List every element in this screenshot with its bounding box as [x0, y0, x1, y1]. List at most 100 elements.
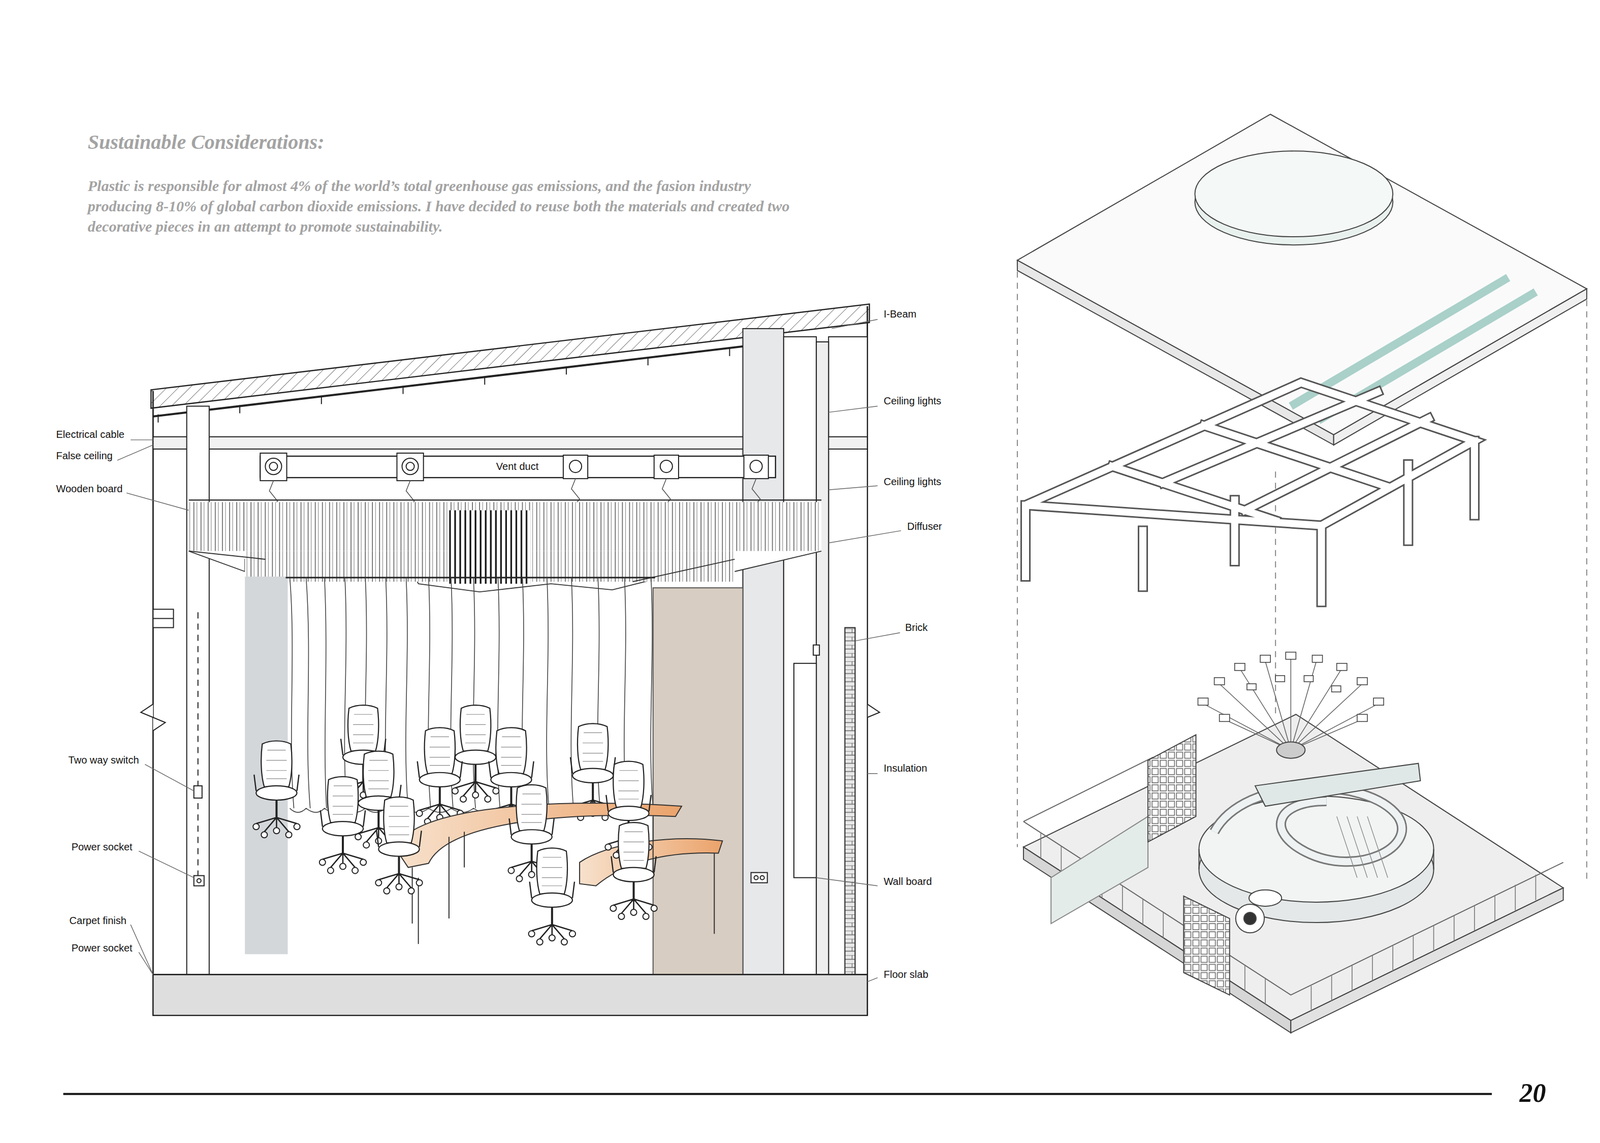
part-label: Two way switch — [68, 754, 140, 766]
drawing-part — [260, 453, 287, 481]
drawing-part — [285, 577, 656, 579]
drawing-part — [1147, 734, 1196, 842]
drawing-part — [375, 796, 423, 894]
drawing-part — [528, 847, 576, 945]
drawing-part — [1194, 150, 1393, 237]
drawing-part — [152, 609, 174, 628]
drawing-part — [152, 617, 174, 619]
drawing-part — [1183, 896, 1230, 996]
drawing-part — [1197, 697, 1208, 706]
drawing-part — [743, 328, 784, 975]
part-label: Wall board — [883, 875, 933, 888]
drawing-part — [152, 344, 755, 417]
duct-label: Vent duct — [493, 460, 542, 473]
drawing-part — [751, 872, 768, 883]
drawing-part — [452, 705, 499, 803]
drawing-part — [1219, 714, 1230, 722]
part-label: Floor slab — [883, 968, 929, 981]
drawing-part — [1017, 260, 1334, 445]
drawing-part — [563, 455, 588, 479]
drawing-part — [760, 875, 765, 880]
drawing-part — [828, 336, 868, 975]
drawing-part — [449, 509, 531, 584]
drawing-part — [1336, 816, 1388, 878]
footer-rule — [63, 1093, 1493, 1096]
part-label: Insulation — [883, 762, 928, 775]
part-label: I-Beam — [883, 308, 917, 320]
drawing-part — [117, 439, 195, 975]
part-label: Ceiling lights — [883, 395, 942, 407]
drawing-part — [252, 740, 300, 838]
part-label: Power socket — [71, 841, 133, 853]
drawing-part — [1246, 683, 1257, 690]
drawing-part — [194, 785, 203, 798]
drawing-part — [844, 627, 855, 975]
drawing-part — [197, 878, 202, 883]
drawing-part — [1357, 677, 1368, 685]
exploded-axonometric — [1017, 114, 1587, 1033]
page-number: 20 — [1519, 1077, 1547, 1109]
drawing-part — [754, 875, 759, 880]
drawing-part — [1214, 677, 1225, 685]
drawing-part — [152, 974, 868, 1016]
drawing-part — [157, 347, 730, 423]
heading: Sustainable Considerations: — [87, 130, 325, 154]
drawing-part — [402, 458, 419, 475]
drawing-part — [610, 822, 657, 920]
drawing-part — [1050, 816, 1148, 924]
drawing-part — [406, 462, 415, 471]
part-label: Power socket — [71, 942, 133, 954]
drawing-part — [1023, 714, 1564, 1021]
drawing-part — [1025, 382, 1475, 602]
drawing-part — [1025, 382, 1475, 602]
body-paragraph: Plastic is responsible for almost 4% of … — [87, 175, 813, 237]
drawing-part — [1025, 382, 1475, 602]
drawing-part — [1025, 382, 1475, 602]
drawing-part — [1204, 658, 1379, 751]
part-label: Electrical cable — [55, 428, 125, 441]
drawing-part — [319, 776, 367, 874]
drawing-part — [188, 499, 822, 501]
section-drawing — [117, 304, 902, 1016]
drawing-part — [1285, 652, 1296, 660]
drawing-part — [260, 453, 768, 481]
drawing-part — [783, 336, 817, 975]
drawing-part — [260, 456, 776, 478]
drawing-part — [194, 875, 205, 886]
drawing-part — [1197, 652, 1384, 722]
drawing-part — [396, 453, 424, 481]
drawing-part — [569, 460, 582, 473]
part-label: Diffuser — [907, 520, 943, 533]
drawing-part — [1235, 904, 1265, 933]
drawing-part — [416, 727, 464, 825]
drawing-part — [816, 341, 829, 975]
drawing-part — [1275, 675, 1285, 682]
drawing-part — [1243, 912, 1257, 925]
drawing-part — [653, 587, 744, 980]
drawing-part — [660, 460, 673, 473]
drawing-part — [654, 455, 679, 479]
drawing-part — [186, 406, 210, 975]
drawing-part — [1333, 289, 1587, 445]
drawing-part — [1312, 655, 1323, 663]
drawing-part — [1255, 763, 1421, 807]
drawing-part — [1373, 697, 1384, 706]
drawing-part — [1357, 714, 1368, 722]
drawing-part — [793, 663, 817, 878]
drawing-part — [1303, 675, 1314, 682]
drawing-part — [1249, 889, 1282, 907]
drawing-part — [1023, 757, 1564, 996]
drawing-part — [152, 390, 154, 1015]
drawing-part — [750, 460, 763, 473]
drawing-part — [1331, 685, 1341, 692]
drawing-part — [265, 458, 282, 475]
drawing-part — [1336, 663, 1348, 671]
drawing-part — [1276, 741, 1305, 758]
drawing-part — [744, 455, 769, 479]
part-label: Ceiling lights — [883, 475, 942, 488]
drawing-part — [1234, 663, 1245, 671]
drawing-part — [813, 645, 820, 656]
part-label: Carpet finish — [69, 914, 127, 927]
